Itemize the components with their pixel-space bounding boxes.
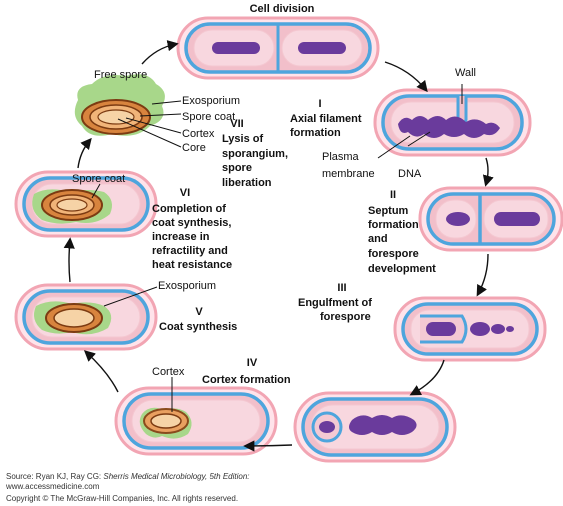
stage-iv-line: Cortex formation xyxy=(202,374,291,386)
leader-lines xyxy=(91,84,463,412)
source-credit: Source: Ryan KJ, Ray CG: Sherris Medical… xyxy=(6,472,250,482)
stage-iii-numeral: III xyxy=(337,282,346,294)
stage-vii-line: spore xyxy=(222,162,252,174)
stage-i-line: formation xyxy=(290,127,341,139)
stage-iv-cell xyxy=(114,386,278,456)
stage-v-caption: V Coat synthesis xyxy=(159,306,237,333)
exosporium-label: Exosporium xyxy=(182,95,240,107)
plasma-membrane-label-line2: membrane xyxy=(322,168,375,180)
stage-vi-line: Completion of xyxy=(152,203,226,215)
stage-iii-cell xyxy=(393,296,547,362)
stage-i-caption: I Axial filament formation xyxy=(290,98,362,139)
stage-ii-line: formation xyxy=(368,219,419,231)
cortex-iv-label: Cortex xyxy=(152,366,185,378)
stage-ii-numeral: II xyxy=(390,189,396,201)
stage-vii-line: sporangium, xyxy=(222,148,288,160)
source-title: Sherris Medical Microbiology, 5th Editio… xyxy=(103,472,250,481)
dna-label: DNA xyxy=(398,168,422,180)
cycle-arrows xyxy=(63,40,494,452)
stage-vi-caption: VI Completion of coat synthesis, increas… xyxy=(152,187,232,271)
stage-i-cell xyxy=(373,88,532,157)
stage-ii-caption: II Septum formation and forespore develo… xyxy=(368,189,436,275)
stage-v-numeral: V xyxy=(195,306,203,318)
stage-ii-line: Septum xyxy=(368,205,409,217)
free-spore xyxy=(74,74,165,136)
exosporium-v-label: Exosporium xyxy=(158,280,216,292)
spore-coat-vi-label: Spore coat xyxy=(72,173,125,185)
spore-coat-label: Spore coat xyxy=(182,111,235,123)
stage-vii-line: Lysis of xyxy=(222,133,263,145)
stage-i-line: Axial filament xyxy=(290,113,362,125)
stage-vii-numeral: VII xyxy=(230,118,243,130)
diagram-title: Cell division xyxy=(250,3,315,15)
stage-v-cell xyxy=(14,283,158,351)
cell-division-cell xyxy=(176,16,380,80)
cortex-label: Cortex xyxy=(182,128,215,140)
stage-ii-line: and xyxy=(368,233,388,245)
wall-label: Wall xyxy=(455,67,476,79)
stage-vi-line: coat synthesis, xyxy=(152,217,231,229)
stage-ii-line: forespore xyxy=(368,248,419,260)
free-spore-label: Free spore xyxy=(94,69,147,81)
stage-ii-line: development xyxy=(368,263,436,275)
stage-vi-cell xyxy=(14,170,158,238)
stage-vii-line: liberation xyxy=(222,177,272,189)
stage-vi-line: heat resistance xyxy=(152,259,232,271)
stage-i-numeral: I xyxy=(318,98,321,110)
copyright-notice: Copyright © The McGraw-Hill Companies, I… xyxy=(6,494,239,503)
stage-vii-caption: VII Lysis of sporangium, spore liberatio… xyxy=(222,118,288,189)
stage-vi-numeral: VI xyxy=(180,187,190,199)
stage-iii-line: Engulfment of xyxy=(298,297,372,309)
stage-ii-cell xyxy=(418,186,563,252)
core-label: Core xyxy=(182,142,206,154)
stage-vi-line: refractility and xyxy=(152,245,228,257)
plasma-membrane-label-line1: Plasma xyxy=(322,151,360,163)
stage-iii-line: forespore xyxy=(320,311,371,323)
stage-vi-line: increase in xyxy=(152,231,210,243)
stage-v-line: Coat synthesis xyxy=(159,321,237,333)
stage-iv-precursor-cell xyxy=(293,391,457,463)
source-prefix: Source: Ryan KJ, Ray CG: xyxy=(6,472,104,481)
stage-iii-caption: III Engulfment of forespore xyxy=(298,282,372,323)
source-url: www.accessmedicine.com xyxy=(6,482,100,491)
stage-iv-caption: IV Cortex formation xyxy=(202,357,291,386)
stage-iv-numeral: IV xyxy=(247,357,258,369)
